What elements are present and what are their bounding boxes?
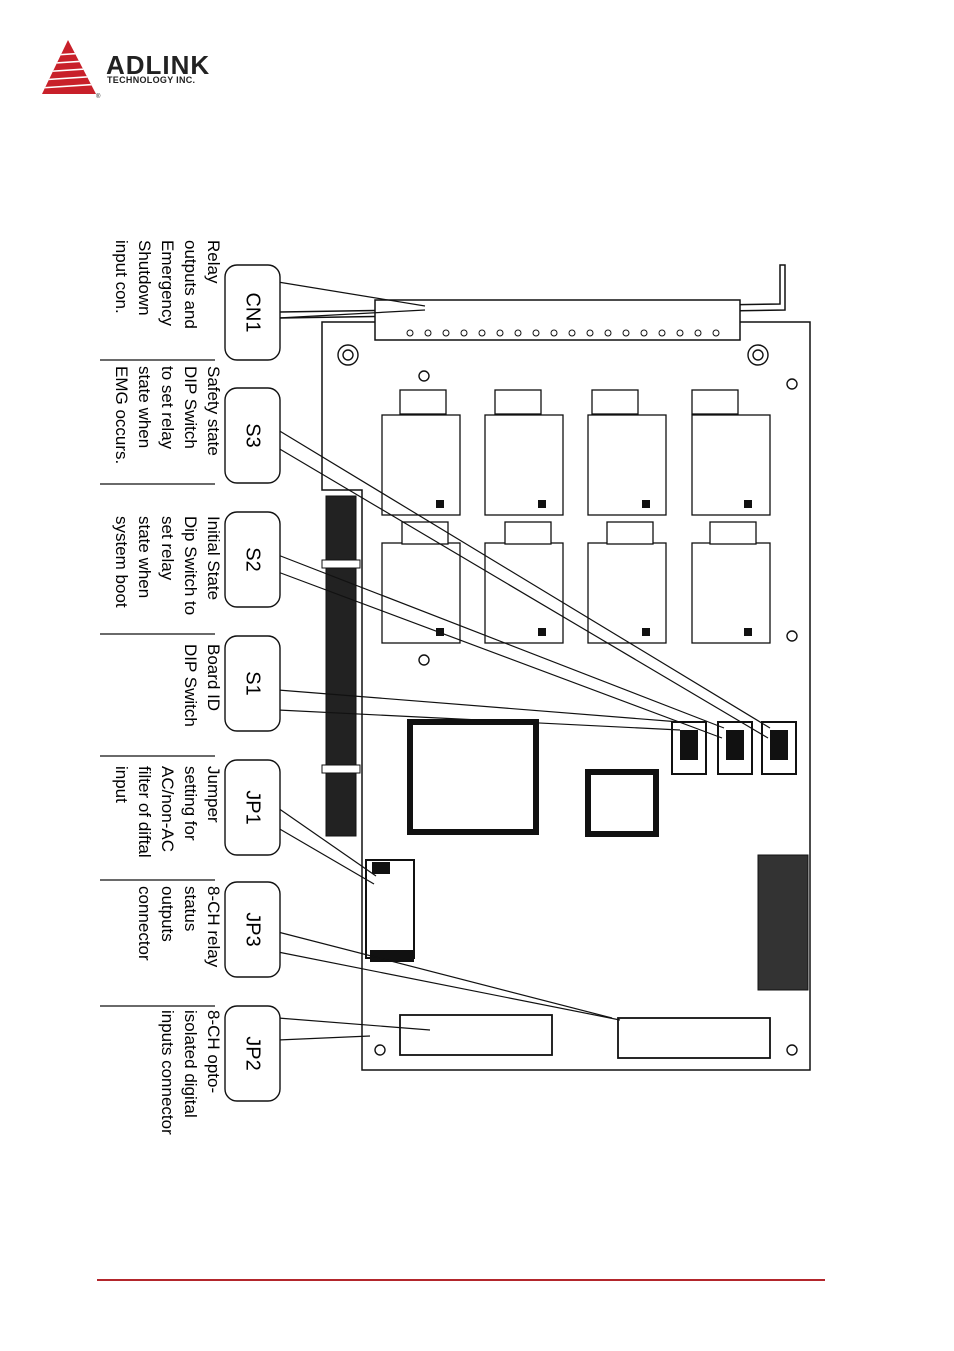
callout-desc-s3-line-2: to set relay (158, 366, 177, 450)
callout-desc-s3-line-3: state when (135, 366, 154, 448)
callout-desc-s2-line-2: set relay (158, 516, 177, 581)
edge-connector (321, 495, 361, 837)
board-outline (321, 321, 811, 1071)
callout-desc-jp1-line-1: setting for (181, 766, 200, 841)
callout-box-s1 (224, 635, 281, 732)
jp1-jumper (365, 859, 415, 962)
footer-rule (97, 1279, 825, 1281)
callout-desc-s2-line-4: system boot (112, 516, 131, 608)
callout-box-jp3 (224, 881, 281, 978)
callout-desc-s1-line-0: Board ID (204, 644, 223, 711)
svg-text:®: ® (96, 93, 101, 100)
callout-box-cn1 (224, 264, 281, 361)
callout-desc-jp3-line-3: connector (135, 886, 154, 961)
callout-desc-s3-line-4: EMG occurs. (112, 366, 131, 464)
callout-desc-cn1-line-0: Relay (204, 240, 223, 284)
relays (381, 389, 771, 644)
callout-desc-s2-line-1: Dip Switch to (181, 516, 200, 615)
callout-label-s1: S1 (242, 671, 264, 695)
callout-desc-jp2-line-1: isolated digital (181, 1010, 200, 1118)
callout-desc-s3-line-0: Safety state (204, 366, 223, 456)
leader-lines (277, 281, 771, 1041)
callout-desc-jp2-line-2: inputs connector (158, 1010, 177, 1135)
mounting-holes (337, 344, 798, 1056)
callout-desc-cn1-line-1: outputs and (181, 240, 200, 329)
callout-desc-cn1-line-4: input con. (112, 240, 131, 314)
callout-desc-jp1-line-0: Jumper (204, 766, 223, 823)
callout-desc-s3-line-1: DIP Switch (181, 366, 200, 449)
callout-desc-s1-line-1: DIP Switch (181, 644, 200, 727)
callout-desc-s2-line-0: Initial State (204, 516, 223, 600)
callout-box-jp1 (224, 759, 281, 856)
callout-box-s2 (224, 511, 281, 608)
callout-box-jp2 (224, 1005, 281, 1102)
secondary-chip (585, 769, 659, 837)
callout-label-jp1: JP1 (242, 790, 264, 824)
cn1-connector (374, 299, 741, 341)
adlink-logo: ® (40, 38, 240, 100)
dip-block (757, 854, 809, 991)
adlink-triangle-logo-icon: ® (42, 40, 101, 100)
callout-label-s3: S3 (242, 423, 264, 447)
cn1-pins (406, 329, 720, 337)
callout-desc-jp1-line-4: input (112, 766, 131, 803)
logo-tagline: TECHNOLOGY INC. (107, 75, 196, 85)
callout-label-jp2: JP2 (242, 1036, 264, 1070)
callout-desc-cn1-line-2: Emergency (158, 240, 177, 326)
callout-label-cn1: CN1 (242, 292, 264, 332)
jp-connectors (399, 1014, 771, 1059)
callout-label-jp3: JP3 (242, 912, 264, 946)
callout-desc-jp1-line-2: AC/non-AC (158, 766, 177, 852)
logo-name: ADLINK (106, 50, 211, 80)
main-chip (407, 719, 539, 835)
callout-desc-s2-line-3: state when (135, 516, 154, 598)
callout-box-s3 (224, 387, 281, 484)
callout-desc-jp3-line-0: 8-CH relay (204, 886, 223, 968)
callout-desc-jp1-line-3: filter of diftal (135, 766, 154, 858)
callout-desc-cn1-line-3: Shutdown (135, 240, 154, 316)
callout-label-s2: S2 (242, 547, 264, 571)
callout-desc-jp3-line-2: outputs (158, 886, 177, 942)
callout-desc-jp2-line-0: 8-CH opto- (204, 1010, 223, 1093)
callout-separators (100, 359, 215, 1007)
callout-desc-jp3-line-1: status (181, 886, 200, 931)
